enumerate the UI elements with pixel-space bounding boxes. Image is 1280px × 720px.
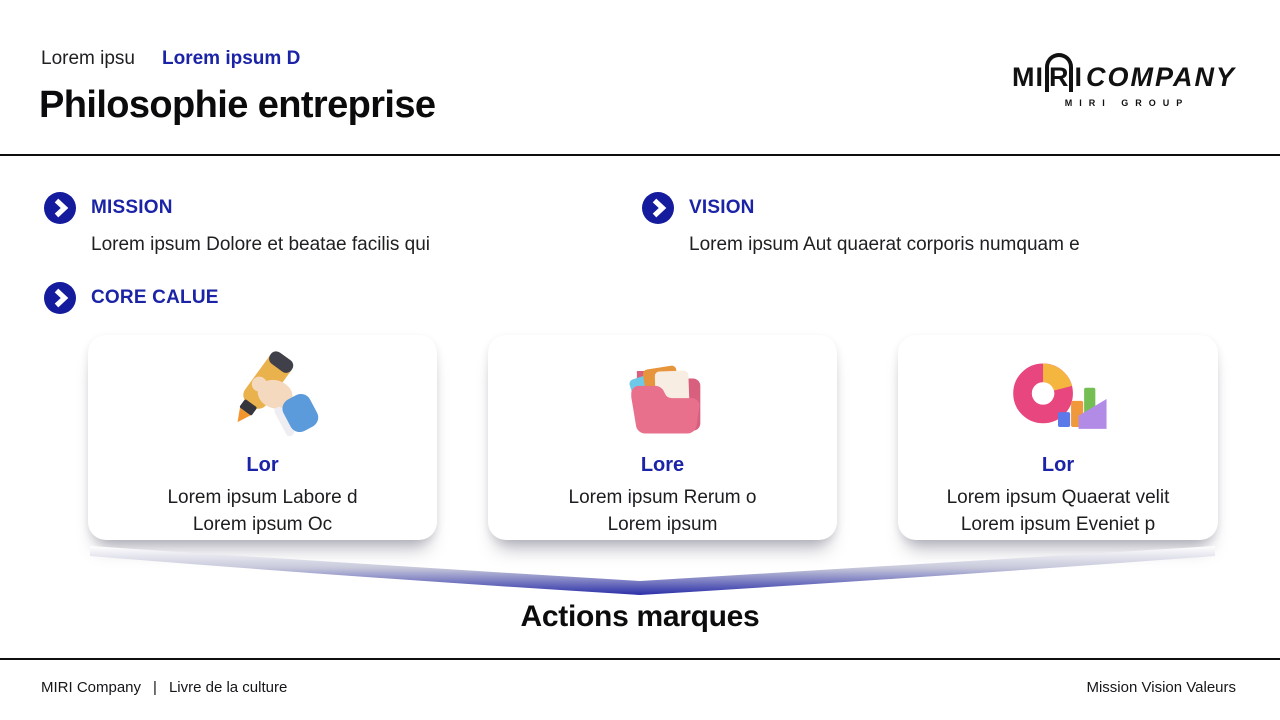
chevron-right-circle-icon: [44, 192, 76, 224]
logo-arch-r: R: [1044, 53, 1074, 93]
card-title: Lor: [246, 454, 279, 476]
logo-text-company: COMPANY: [1085, 62, 1236, 92]
footer-company: MIRI Company: [41, 678, 142, 696]
card-text-line: Lorem ipsum: [607, 514, 718, 535]
vision-text: Lorem ipsum Aut quaerat corporis numquam…: [689, 234, 1080, 255]
header-divider: [0, 154, 1280, 156]
logo-text-mi: MI: [1011, 62, 1044, 92]
value-card: Lor Lorem ipsum Quaerat velit Lorem ipsu…: [898, 335, 1218, 540]
card-text-line: Lorem ipsum Eveniet p: [960, 514, 1156, 535]
footer-right-text: Mission Vision Valeurs: [1086, 678, 1236, 696]
chevron-right-circle-icon: [642, 192, 674, 224]
section-mission: MISSION Lorem ipsum Dolore et beatae fac…: [44, 192, 430, 256]
footer-separator: |: [153, 678, 157, 696]
mission-label: MISSION: [91, 197, 173, 218]
card-title: Lor: [1041, 454, 1075, 476]
breadcrumb-item-active: Lorem ipsum D: [162, 48, 301, 69]
section-vision: VISION Lorem ipsum Aut quaerat corporis …: [642, 192, 1080, 256]
footer: MIRI Company | Livre de la culture Missi…: [0, 658, 1280, 720]
card-text-line: Lorem ipsum Oc: [192, 514, 333, 535]
folder-icon: [628, 365, 700, 434]
chevron-right-circle-icon: [44, 282, 76, 314]
breadcrumb: Lorem ipsu Lorem ipsum D: [41, 48, 300, 70]
core-value-label: CORE CALUE: [91, 287, 219, 308]
card-text-line: Lorem ipsum Quaerat velit: [946, 487, 1170, 508]
value-card: Lor Lorem ipsum Labore d Lorem ipsum Oc: [88, 335, 437, 540]
card-title: Lore: [640, 454, 685, 476]
value-card: Lore Lorem ipsum Rerum o Lorem ipsum: [488, 335, 837, 540]
card-text-line: Lorem ipsum Rerum o: [568, 487, 757, 508]
footer-document-name: Livre de la culture: [168, 678, 288, 696]
mission-text: Lorem ipsum Dolore et beatae facilis qui: [91, 234, 431, 255]
card-text-line: Lorem ipsum Labore d: [167, 487, 358, 508]
logo-text-i: I: [1074, 62, 1083, 92]
highlighter-hand-icon: [237, 351, 318, 437]
vision-label: VISION: [689, 197, 755, 218]
section-core-value: CORE CALUE: [44, 282, 219, 314]
chart-icon: [1013, 363, 1107, 429]
funnel-arrow: [90, 546, 1215, 595]
logo-subtitle: MIRI GROUP: [1064, 98, 1190, 108]
breadcrumb-item: Lorem ipsu: [41, 48, 135, 69]
page-title: Philosophie entreprise: [39, 84, 436, 126]
funnel-label: Actions marques: [520, 600, 760, 633]
